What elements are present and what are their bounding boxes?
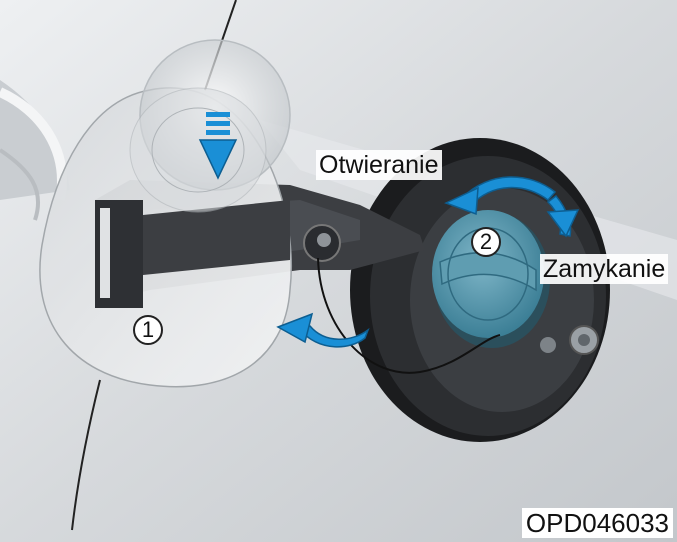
push-down-arrow-icon	[198, 112, 238, 180]
fuel-cap-grip	[439, 251, 537, 292]
closing-label: Zamykanie	[540, 254, 669, 284]
tether-cord	[317, 257, 501, 374]
reference-code: OPD046033	[521, 508, 673, 538]
opening-label: Otwieranie	[316, 150, 442, 180]
body-crease	[0, 80, 70, 200]
panel-seam-line	[71, 379, 101, 531]
step-marker-1: 1	[133, 315, 163, 345]
door-swing-arrow-icon	[276, 312, 370, 348]
rotate-close-arrow-icon	[546, 194, 580, 238]
rotate-open-arrow-icon	[444, 176, 557, 216]
step-marker-2: 2	[471, 227, 501, 257]
